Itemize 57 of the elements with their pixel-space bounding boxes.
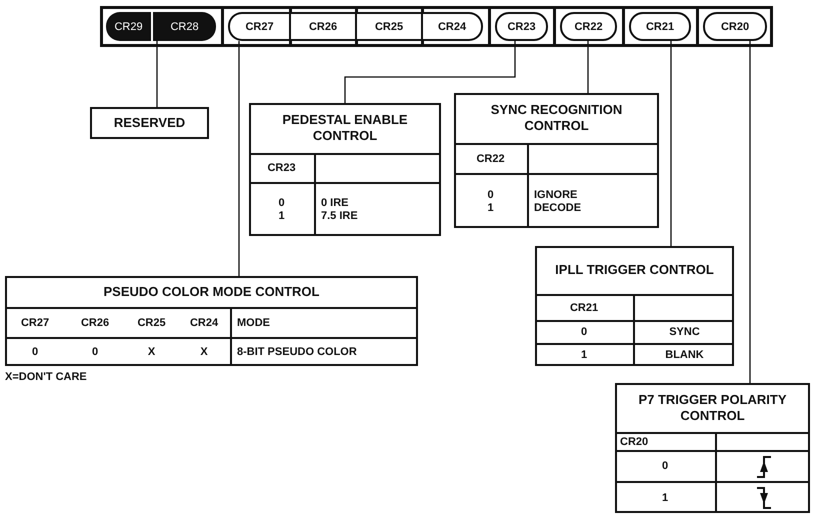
table-title: SYNC RECOGNITION CONTROL: [490, 102, 624, 134]
table-text: X: [200, 346, 208, 359]
table-text: CR24: [190, 316, 218, 330]
bit-field: CR26: [291, 12, 355, 41]
bit-field-dark: CR28: [153, 12, 216, 41]
table-text: DECODE: [534, 202, 582, 214]
bit-field: CR22: [560, 12, 617, 41]
table-text: SYNC: [669, 326, 700, 339]
leader-line: [749, 41, 751, 383]
table-text: 0: [32, 346, 38, 359]
table-text: MODE: [237, 316, 270, 330]
bit-field: CR21: [629, 12, 691, 41]
table-title: P7 TRIGGER POLARITY CONTROL: [637, 392, 788, 424]
label-box: [90, 107, 209, 139]
table-text: 0: [92, 346, 98, 359]
table-text: 0: [487, 188, 494, 202]
table-text: CR21: [570, 302, 598, 314]
register-table: [249, 103, 441, 236]
table-title: PSEUDO COLOR MODE CONTROL: [104, 284, 320, 300]
bit-field: CR25: [357, 12, 421, 41]
table-text: CR20: [620, 436, 648, 448]
table-text: CR22: [476, 152, 505, 166]
table-text: CR25: [137, 316, 166, 330]
bit-field: CR27: [228, 12, 289, 41]
table-text: 0: [580, 326, 588, 339]
table-text: CR27: [20, 316, 50, 330]
bit-field: CR20: [703, 12, 767, 41]
table-text: 0 IRE: [321, 197, 349, 210]
table-title: PEDESTAL ENABLE CONTROL: [281, 112, 409, 144]
table-text: IGNORE: [534, 188, 578, 202]
table-text: 1: [662, 492, 668, 504]
leader-line: [670, 41, 672, 246]
table-text: 8-BIT PSEUDO COLOR: [237, 346, 357, 359]
table-text: 7.5 IRE: [321, 210, 358, 223]
leader-line: [587, 41, 589, 93]
table-text: CR26: [80, 316, 110, 330]
register-table: [454, 93, 659, 228]
note: X=DON'T CARE: [5, 371, 87, 384]
table-text: X: [148, 346, 156, 359]
table-text: 1: [487, 202, 494, 214]
table-text: 0: [662, 460, 668, 473]
register-table: [615, 383, 810, 513]
leader-line: [238, 41, 240, 276]
leader-line: [156, 41, 158, 107]
bit-field: CR24: [423, 12, 483, 41]
bit-field-dark: CR29: [106, 12, 151, 41]
table-text: 1: [278, 210, 285, 223]
table-text: 1: [580, 349, 588, 362]
register-table: [5, 276, 418, 366]
table-text: CR23: [267, 162, 296, 175]
field-label: RESERVED: [114, 115, 186, 131]
table-text: 0: [278, 197, 285, 210]
register-table: [535, 246, 734, 366]
leader-line: [344, 41, 516, 103]
bit-field: CR23: [495, 12, 548, 41]
table-text: BLANK: [665, 349, 704, 362]
table-title: IPLL TRIGGER CONTROL: [555, 262, 714, 278]
